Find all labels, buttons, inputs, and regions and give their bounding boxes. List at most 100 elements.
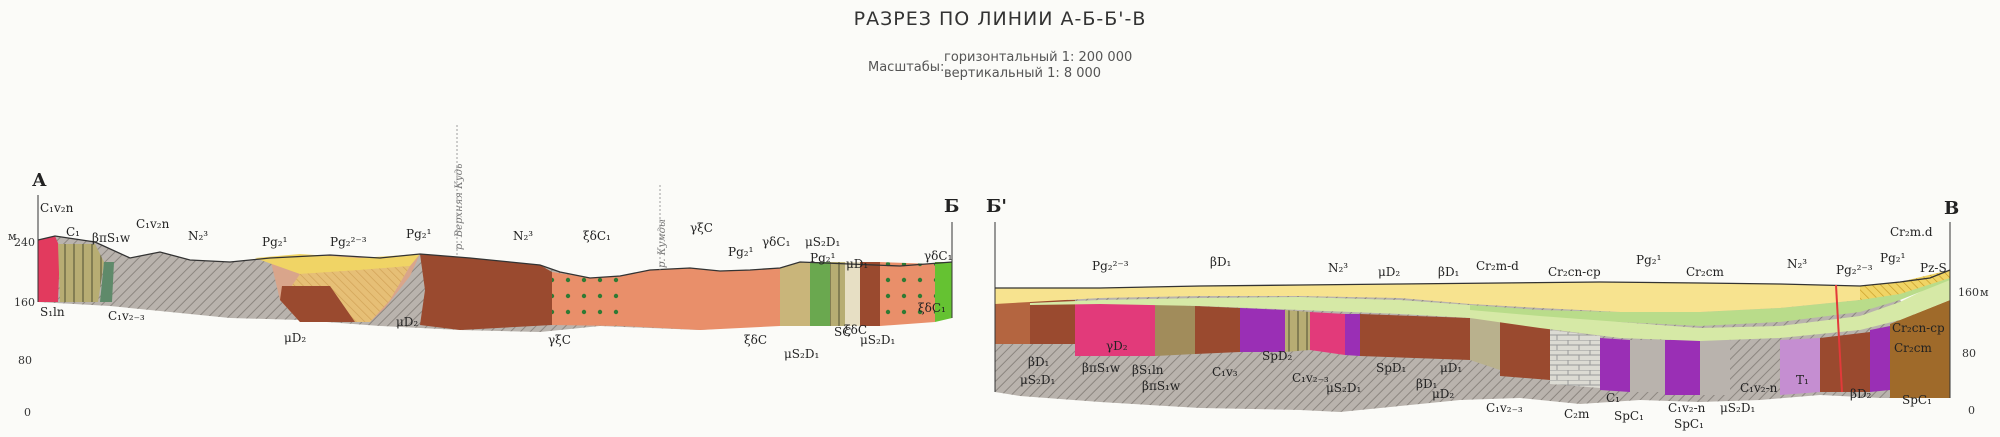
label-left-1: C₁ — [66, 225, 80, 239]
point-b2-label: Б' — [986, 196, 1007, 217]
label-left-15: μD₁ — [846, 257, 868, 271]
axis-right-tick-1: 80 — [1962, 347, 1976, 360]
layer-brown-r3 — [1195, 306, 1240, 354]
label-left-4: N₂³ — [188, 229, 208, 243]
label-right-20: SpD₂ — [1262, 349, 1293, 363]
layer-purple-r5 — [1870, 326, 1890, 392]
label-right-28: C₂m — [1564, 407, 1590, 421]
layer-purple-r3 — [1600, 338, 1630, 392]
label-left-8: N₂³ — [513, 229, 533, 243]
point-v-label: В — [1944, 198, 1959, 219]
label-right-27: C₁v₂₋₃ — [1486, 401, 1523, 415]
scale-horizontal: горизонтальный 1: 200 000 — [944, 50, 1133, 65]
label-left-7: Pg₂¹ — [406, 227, 431, 241]
layer-vbars-r1 — [1285, 310, 1310, 352]
layer-xi-delta-c1 — [552, 272, 620, 326]
layer-olive-r — [1155, 304, 1195, 356]
layer-magenta-r2 — [1310, 312, 1345, 355]
axis-left-tick-3: 0 — [24, 406, 31, 419]
layer-green-end — [935, 262, 952, 322]
label-left-26: ξδC₁ — [918, 301, 946, 315]
label-left-13: μS₂D₁ — [805, 235, 840, 249]
label-right-14: βD₁ — [1028, 355, 1049, 369]
label-left-12: γδC₁ — [762, 235, 790, 249]
label-right-31: C₁v₂-n — [1668, 401, 1706, 415]
label-left-16: γδC₁ — [924, 249, 952, 263]
layer-pg-cover-right — [995, 270, 1950, 312]
label-right-5: Cr₂m-d — [1476, 259, 1519, 273]
label-right-1: βD₁ — [1210, 255, 1231, 269]
label-right-22: μS₂D₁ — [1326, 381, 1361, 395]
label-left-9: ξδC₁ — [583, 229, 611, 243]
layer-grey-r3 — [1700, 340, 1730, 395]
section-b2-v — [994, 222, 1951, 412]
label-right-3: μD₂ — [1378, 265, 1400, 279]
label-right-19: C₁v₃ — [1212, 365, 1238, 379]
layer-brown-cr2cm — [1890, 300, 1950, 398]
axis-left-tick-1: 160 — [14, 296, 35, 309]
axis-right-tick-0: 160 — [1958, 286, 1979, 299]
label-left-18: C₁v₂₋₃ — [108, 309, 145, 323]
layer-brown-r2 — [1030, 300, 1075, 344]
label-right-30: SpC₁ — [1614, 409, 1644, 423]
label-right-10: Pg₂²⁻³ — [1836, 263, 1873, 277]
layer-grey-r2 — [1630, 340, 1665, 392]
label-left-20: μD₂ — [396, 315, 418, 329]
axis-left-tick-0: 240 — [14, 236, 35, 249]
layer-s2d1-a — [780, 262, 810, 326]
label-right-40: γD₂ — [1106, 339, 1128, 353]
axis-right-tick-2: 0 — [1968, 404, 1975, 417]
label-right-15: μS₂D₁ — [1020, 373, 1055, 387]
label-right-36: βD₂ — [1850, 387, 1872, 401]
layer-xi-delta-c — [880, 262, 935, 326]
label-right-11: Pg₂¹ — [1880, 251, 1905, 265]
label-right-38: Cr₂cn-cp — [1892, 321, 1945, 335]
layer-c1v — [58, 244, 104, 302]
layer-cr2cn-cp-green — [1470, 270, 1950, 326]
label-left-6: Pg₂²⁻³ — [330, 235, 367, 249]
layer-dyke-left — [100, 262, 114, 302]
layer-s1ln — [38, 236, 60, 302]
label-right-9: N₂³ — [1787, 257, 1807, 271]
layer-brown-r6 — [1820, 332, 1870, 392]
axis-right-unit: м — [1980, 286, 1989, 299]
layer-lilac-r — [1780, 338, 1820, 395]
label-right-34: C₁v₂-n — [1740, 381, 1778, 395]
label-left-0: C₁v₂n — [40, 201, 74, 215]
river-label-2: р. Кумды — [657, 219, 668, 268]
layer-pg-cover — [255, 254, 420, 274]
axis-left-tick-2: 80 — [18, 354, 32, 367]
label-right-33: μS₂D₁ — [1720, 401, 1755, 415]
label-right-13: Pz-S — [1920, 261, 1947, 275]
label-left-23: μS₂D₁ — [784, 347, 819, 361]
label-left-19: μD₂ — [284, 331, 306, 345]
fault-line-right — [1835, 284, 1843, 393]
label-right-23: SpD₁ — [1376, 361, 1406, 375]
layer-purple-r4 — [1665, 340, 1700, 395]
scale-vertical: вертикальный 1: 8 000 — [944, 66, 1102, 81]
label-left-2: βπS₁w — [92, 231, 131, 245]
label-left-21: γξC — [548, 333, 571, 347]
label-left-10: γξC — [690, 221, 713, 235]
label-right-8: Cr₂cm — [1686, 265, 1724, 279]
label-left-11: Pg₂¹ — [728, 245, 753, 259]
section-title: РАЗРЕЗ ПО ЛИНИИ А-Б-Б'-В — [853, 8, 1147, 30]
layer-mud1 — [860, 262, 880, 326]
label-right-17: βS₁ln — [1132, 363, 1164, 377]
axis-left-unit: м — [8, 230, 17, 243]
label-right-16: βπS₁w — [1082, 361, 1121, 375]
label-right-2: N₂³ — [1328, 261, 1348, 275]
layer-brown-r4 — [1360, 314, 1470, 360]
surface-line-left — [37, 235, 953, 279]
label-right-29: C₁ — [1606, 391, 1620, 405]
surface-line-right — [995, 269, 1951, 289]
label-right-24: βD₁ — [1416, 377, 1437, 391]
label-right-12: Cr₂m.d — [1890, 225, 1933, 239]
layer-magenta-r — [1075, 302, 1155, 356]
label-left-24: ξδC — [844, 323, 867, 337]
layer-pg-hatch-right — [1860, 270, 1950, 300]
layer-gamma-xi-c — [620, 268, 784, 330]
label-left-3: C₁v₂n — [136, 217, 170, 231]
layer-green-a — [810, 262, 830, 326]
